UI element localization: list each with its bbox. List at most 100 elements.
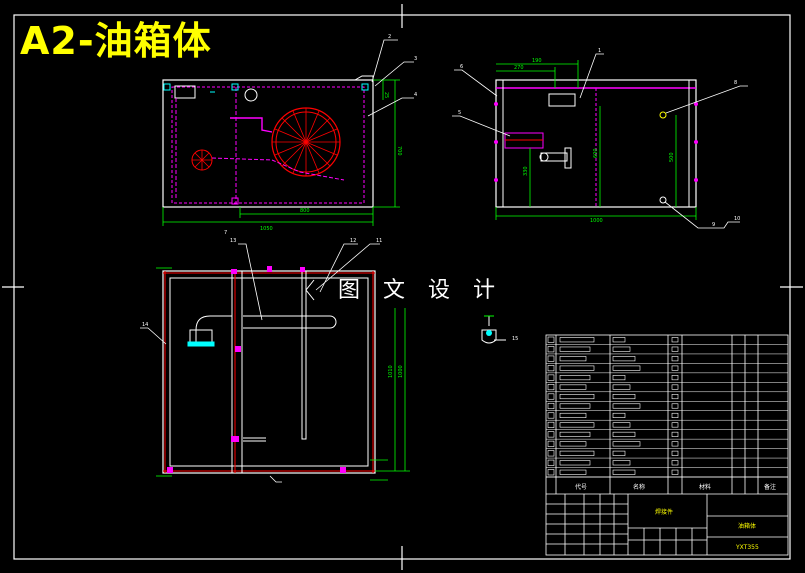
- parts-row-name-cell: [612, 403, 641, 409]
- callout-3: 3: [414, 56, 417, 62]
- parts-row-qty-cell: [671, 412, 679, 419]
- parts-row-qty-cell: [671, 403, 679, 409]
- dim-top-small: 25: [383, 92, 389, 98]
- side-view: 1000 190 270 330 600 500: [452, 53, 748, 229]
- dim-top-width: 1050: [260, 226, 273, 232]
- sheet-frame: [2, 4, 803, 570]
- parts-row-index-cell: [547, 440, 555, 447]
- parts-row-code-cell: [559, 393, 595, 400]
- parts-row-name-cell: [612, 431, 636, 437]
- drawing-number: YXT355: [735, 544, 759, 551]
- callout-6: 6: [460, 64, 463, 70]
- header-material: 材料: [699, 483, 711, 491]
- parts-row-name-cell: [612, 356, 636, 362]
- parts-row-code-cell: [559, 356, 587, 362]
- parts-row-name-cell: [612, 346, 631, 352]
- parts-row-name-cell: [612, 384, 631, 390]
- callout-8: 8: [734, 80, 737, 86]
- parts-row-qty-cell: [671, 469, 679, 475]
- dim-side-top: 190: [532, 58, 542, 64]
- parts-row-qty-cell: [671, 337, 679, 343]
- header-name: 名称: [633, 483, 645, 491]
- parts-row-index-cell: [547, 355, 555, 362]
- parts-row-code-cell: [559, 422, 595, 428]
- parts-row-qty-cell: [671, 393, 679, 400]
- parts-row-index-cell: [547, 336, 555, 343]
- parts-row-code-cell: [559, 375, 591, 381]
- title-block: [545, 334, 789, 556]
- parts-row-code-cell: [559, 365, 595, 371]
- parts-row-code-cell: [559, 412, 587, 419]
- parts-row-qty-cell: [671, 431, 679, 437]
- parts-row-code-cell: [559, 450, 595, 456]
- parts-row-code-cell: [559, 384, 587, 390]
- dim-side-h2: 600: [593, 148, 599, 158]
- parts-list-rows: [546, 336, 788, 478]
- callout-12: 12: [350, 238, 356, 244]
- callout-11: 11: [376, 238, 382, 244]
- callout-2: 2: [388, 34, 391, 40]
- drawing-title: A2-油箱体: [20, 19, 212, 63]
- dim-side-top2: 270: [514, 65, 524, 71]
- parts-row-index-cell: [547, 346, 555, 353]
- parts-row-name-cell: [612, 469, 636, 475]
- parts-row-index-cell: [547, 459, 555, 466]
- top-view: 1050 800 700 25: [162, 39, 414, 232]
- parts-row-name-cell: [612, 460, 631, 466]
- parts-row-qty-cell: [671, 346, 679, 352]
- parts-row-name-cell: [612, 393, 636, 400]
- parts-row-index-cell: [547, 365, 555, 372]
- parts-row-qty-cell: [671, 450, 679, 456]
- parts-row-index-cell: [547, 374, 555, 381]
- parts-row-code-cell: [559, 346, 591, 352]
- parts-row-qty-cell: [671, 356, 679, 362]
- dim-section-h1: 1010: [388, 365, 394, 378]
- parts-row-name-cell: [612, 412, 626, 419]
- callout-5: 5: [458, 110, 461, 116]
- parts-row-index-cell: [547, 450, 555, 457]
- parts-row-qty-cell: [671, 365, 679, 371]
- parts-row-index-cell: [547, 431, 555, 438]
- dim-top-height: 700: [396, 146, 402, 156]
- parts-row-qty-cell: [671, 375, 679, 381]
- product-name: 油箱体: [738, 522, 756, 530]
- dim-side-width: 1000: [590, 218, 603, 224]
- callout-13: 13: [230, 238, 236, 244]
- dim-side-h3: 500: [669, 152, 675, 162]
- dim-section-h2: 1000: [398, 365, 404, 378]
- parts-row-qty-cell: [671, 384, 679, 390]
- parts-row-code-cell: [559, 460, 591, 466]
- callout-15: 15: [512, 336, 518, 342]
- parts-row-index-cell: [547, 384, 555, 391]
- callout-10: 10: [734, 216, 740, 222]
- parts-row-name-cell: [612, 375, 626, 381]
- watermark-text: 图 文 设 计: [338, 278, 503, 303]
- parts-row-index-cell: [547, 412, 555, 419]
- sheet-name: 焊接件: [655, 508, 673, 516]
- parts-row-index-cell: [547, 421, 555, 428]
- parts-row-qty-cell: [671, 422, 679, 428]
- parts-row-name-cell: [612, 337, 626, 343]
- parts-row-qty-cell: [671, 441, 679, 447]
- callout-14: 14: [142, 322, 148, 328]
- parts-row-name-cell: [612, 422, 631, 428]
- header-code: 代号: [575, 483, 587, 491]
- parts-row-name-cell: [612, 365, 641, 371]
- parts-row-code-cell: [559, 469, 587, 475]
- parts-row-index-cell: [547, 393, 555, 400]
- parts-row-code-cell: [559, 337, 595, 343]
- parts-row-index-cell: [547, 402, 555, 410]
- dim-top-inner: 800: [300, 208, 310, 214]
- parts-row-code-cell: [559, 431, 591, 437]
- header-remark: 备注: [764, 483, 776, 491]
- parts-row-index-cell: [547, 469, 555, 476]
- callout-4: 4: [414, 92, 417, 98]
- parts-row-name-cell: [612, 441, 641, 447]
- parts-row-code-cell: [559, 403, 591, 409]
- callout-9: 9: [712, 222, 715, 228]
- parts-row-code-cell: [559, 441, 587, 447]
- parts-row-name-cell: [612, 450, 626, 456]
- parts-row-qty-cell: [671, 460, 679, 466]
- section-view: 1010 1000: [140, 243, 506, 483]
